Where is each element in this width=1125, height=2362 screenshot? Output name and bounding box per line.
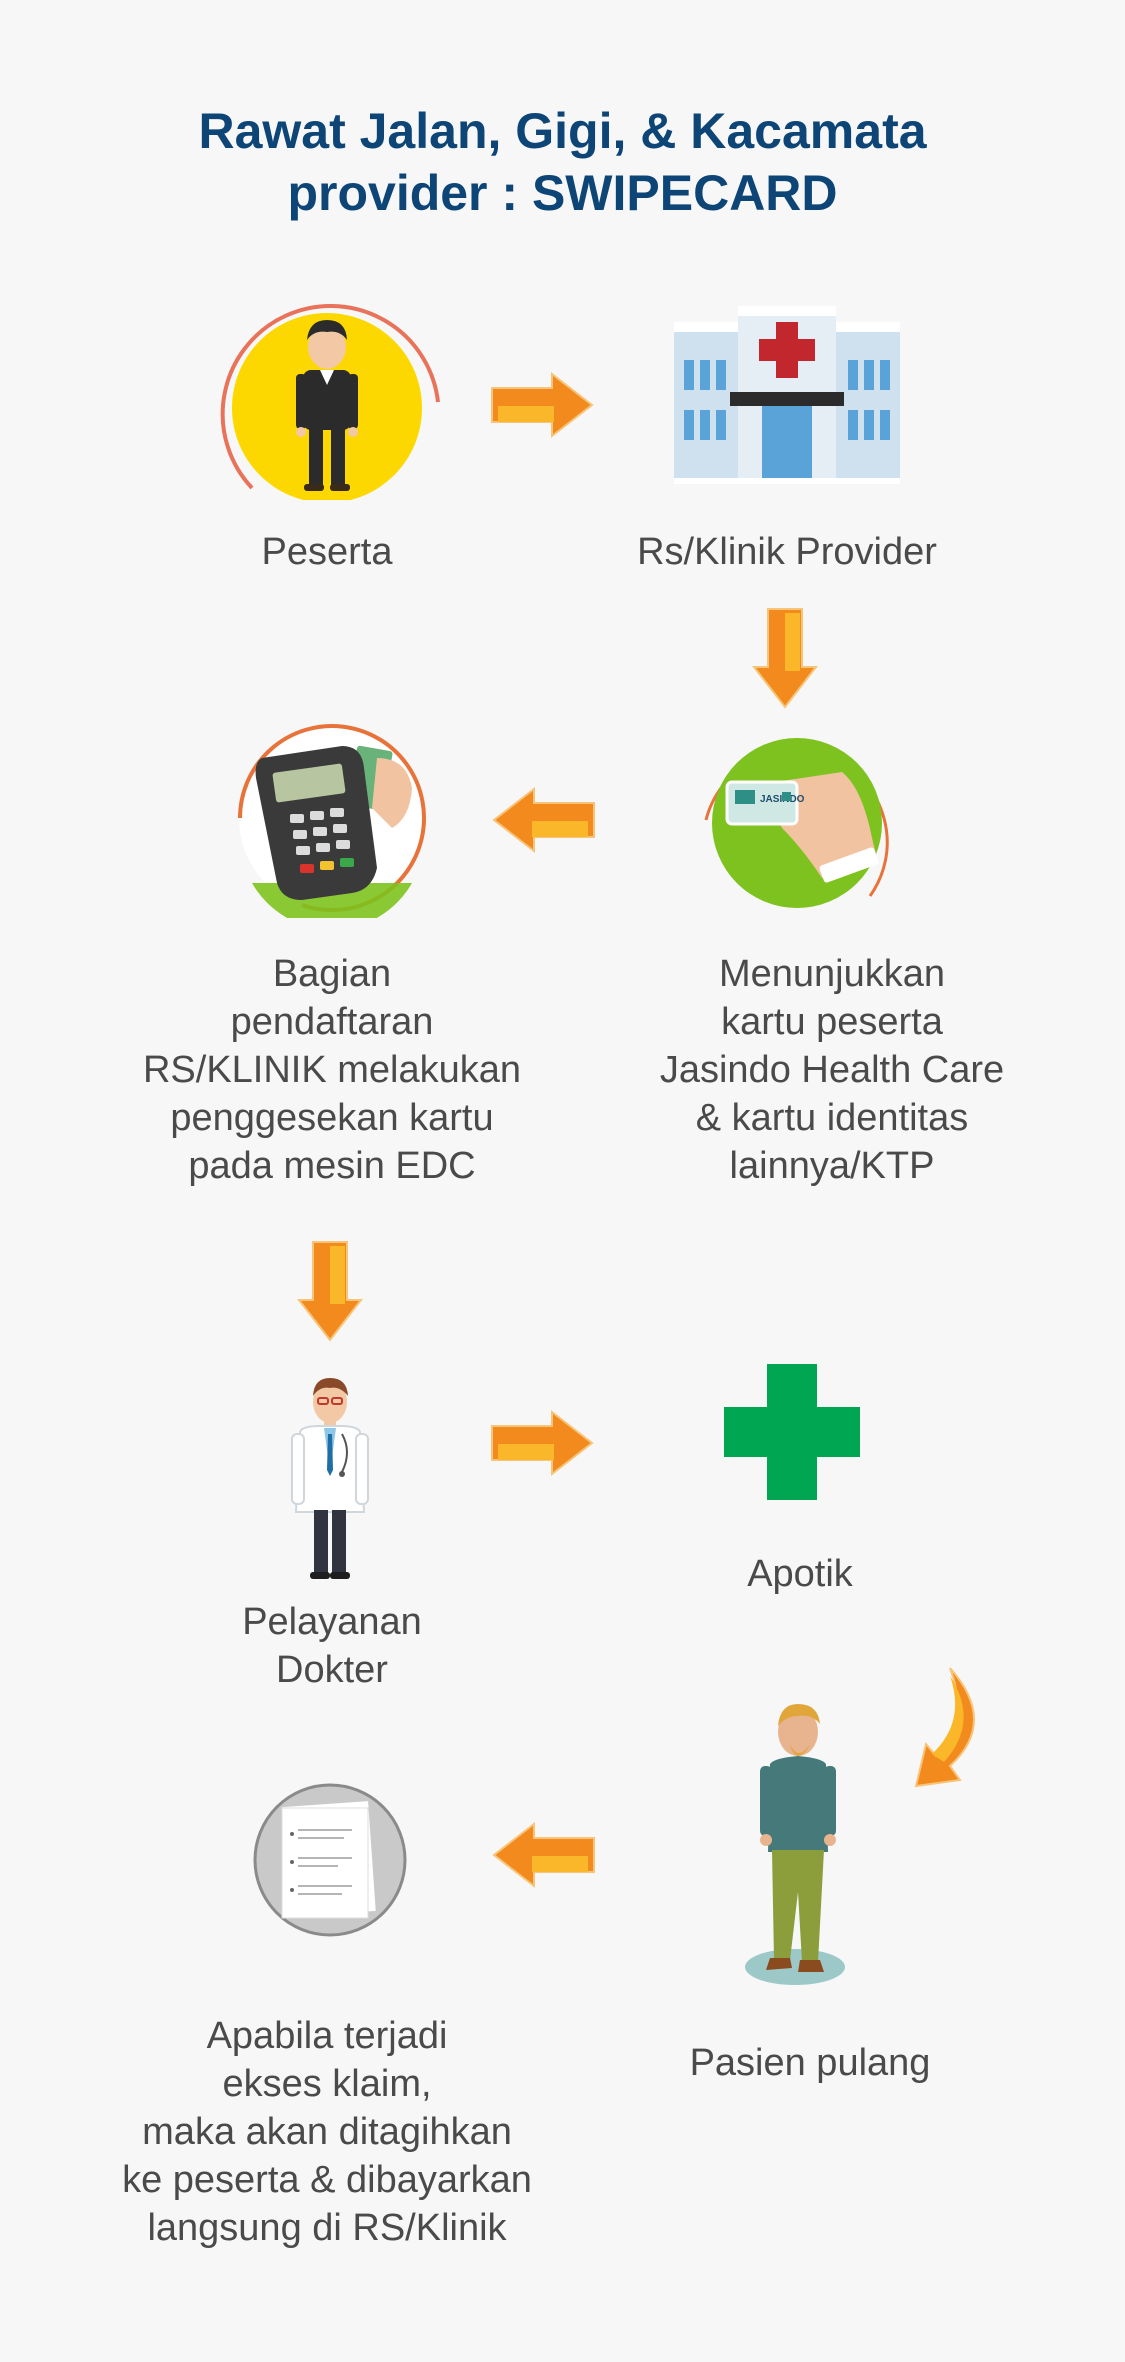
step-kartu-label: Menunjukkan kartu peserta Jasindo Health… <box>617 950 1047 1190</box>
title-line-2: provider : SWIPECARD <box>287 165 838 221</box>
step-ekses-line-1: Apabila terjadi <box>206 2015 448 2057</box>
step-ekses-line-4: ke peserta & dibayarkan <box>122 2159 532 2201</box>
step-kartu-line-3: Jasindo Health Care <box>659 1049 1005 1091</box>
step-dokter-line-2: Dokter <box>276 1649 388 1691</box>
arrow-right-2 <box>488 1408 598 1483</box>
member-card-in-hand-icon: JASINDO <box>702 728 892 908</box>
doctor-icon <box>280 1372 380 1582</box>
step-dokter-line-1: Pelayanan <box>242 1601 422 1643</box>
pharmacy-cross-icon <box>722 1362 862 1502</box>
arrow-down-2 <box>295 1238 365 1349</box>
step-ekses-line-3: maka akan ditagihkan <box>142 2111 512 2153</box>
step-ekses-label: Apabila terjadi ekses klaim, maka akan d… <box>72 2012 582 2252</box>
step-apotik-label: Apotik <box>747 1553 853 1595</box>
step-edc-line-1: Bagian <box>272 953 392 995</box>
step-kartu-line-1: Menunjukkan <box>718 953 946 995</box>
step-edc-line-3: RS/KLINIK melakukan <box>142 1049 522 1091</box>
step-edc-line-4: penggesekan kartu <box>170 1097 494 1139</box>
step-kartu-line-4: & kartu identitas <box>695 1097 969 1139</box>
step-edc-label: Bagian pendaftaran RS/KLINIK melakukan p… <box>112 950 552 1190</box>
edc-machine-icon <box>232 718 432 930</box>
participant-person-icon <box>212 290 442 503</box>
step-kartu-line-5: lainnya/KTP <box>729 1145 935 1187</box>
curved-arrow-down <box>910 1662 990 1797</box>
hospital-icon <box>672 300 902 490</box>
title-line-1: Rawat Jalan, Gigi, & Kacamata <box>198 103 927 159</box>
arrow-left-1 <box>488 785 598 860</box>
arrow-right-1 <box>488 370 598 445</box>
step-ekses-line-5: langsung di RS/Klinik <box>147 2207 507 2249</box>
step-edc-line-5: pada mesin EDC <box>188 1145 476 1187</box>
walking-patient-icon <box>740 1692 860 1992</box>
invoice-document-icon <box>252 1782 408 1938</box>
arrow-left-2 <box>488 1820 598 1895</box>
step-kartu-line-2: kartu peserta <box>721 1001 943 1043</box>
step-ekses-line-2: ekses klaim, <box>222 2063 432 2105</box>
step-pulang-label: Pasien pulang <box>689 2042 931 2084</box>
arrow-down-1 <box>750 605 820 716</box>
step-edc-line-2: pendaftaran <box>230 1001 434 1043</box>
page-title: Rawat Jalan, Gigi, & Kacamata provider :… <box>0 100 1125 224</box>
step-peserta-label: Peserta <box>261 531 393 573</box>
step-provider-label: Rs/Klinik Provider <box>637 531 937 573</box>
step-dokter-label: Pelayanan Dokter <box>142 1598 522 1694</box>
